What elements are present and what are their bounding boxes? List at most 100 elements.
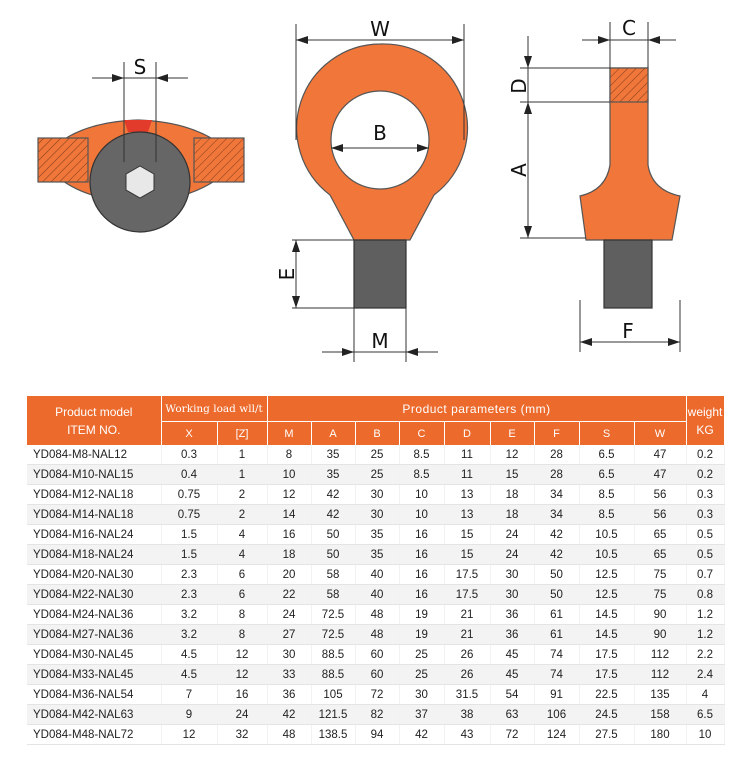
table-cell: 121.5 (311, 704, 356, 725)
table-cell: 17.5 (579, 644, 635, 665)
label-a: A (507, 163, 531, 177)
table-cell: 0.5 (686, 524, 725, 545)
table-cell: 8 (267, 445, 312, 465)
table-cell: 4 (217, 544, 268, 565)
table-cell: 74 (534, 664, 580, 685)
table-cell: 16 (267, 524, 312, 545)
label-m: M (371, 329, 388, 353)
item-number-cell: YD084-M14-NAL18 (27, 504, 162, 525)
side-view-drawing: C D A F (507, 16, 681, 352)
table-cell: 2.3 (161, 564, 218, 585)
table-cell: 48 (267, 724, 312, 745)
table-cell: 0.8 (686, 584, 725, 605)
column-header: D (444, 421, 491, 445)
table-cell: 25 (399, 644, 445, 665)
table-cell: 34 (534, 504, 580, 525)
header-product-model: Product model ITEM NO. (27, 396, 162, 445)
header-product-parameters: Product parameters (mm) (267, 396, 687, 422)
table-cell: 158 (634, 704, 687, 725)
table-cell: 14.5 (579, 604, 635, 625)
table-cell: 2.2 (686, 644, 725, 665)
table-cell: 18 (490, 484, 535, 505)
item-number-cell: YD084-M12-NAL18 (27, 484, 162, 505)
table-cell: 1.5 (161, 544, 218, 565)
table-cell: 26 (444, 664, 491, 685)
table-cell: 8.5 (579, 504, 635, 525)
table-cell: 16 (399, 564, 445, 585)
table-cell: 27 (267, 624, 312, 645)
table-cell: 75 (634, 584, 687, 605)
table-cell: 19 (399, 604, 445, 625)
item-number-cell: YD084-M16-NAL24 (27, 524, 162, 545)
table-cell: 63 (490, 704, 535, 725)
table-cell: 18 (490, 504, 535, 525)
table-cell: 11 (444, 464, 491, 485)
table-cell: 33 (267, 664, 312, 685)
table-cell: 12 (267, 484, 312, 505)
table-cell: 56 (634, 504, 687, 525)
table-cell: 9 (161, 704, 218, 725)
table-cell: 17.5 (579, 664, 635, 685)
table-cell: 56 (634, 484, 687, 505)
table-cell: 24 (217, 704, 268, 725)
table-cell: 0.3 (161, 445, 218, 465)
table-cell: 16 (399, 584, 445, 605)
table-cell: 88.5 (311, 644, 356, 665)
table-cell: 40 (355, 584, 400, 605)
table-cell: 12 (217, 664, 268, 685)
table-cell: 91 (534, 684, 580, 705)
table-cell: 16 (217, 684, 268, 705)
table-cell: 180 (634, 724, 687, 745)
column-header: [Z] (217, 421, 268, 445)
table-cell: 1 (217, 445, 268, 465)
table-cell: 15 (490, 464, 535, 485)
table-cell: 8.5 (399, 445, 445, 465)
table-cell: 47 (634, 445, 687, 465)
front-view-drawing: W B E M (275, 17, 469, 362)
table-cell: 2.3 (161, 584, 218, 605)
item-number-cell: YD084-M36-NAL54 (27, 684, 162, 705)
table-cell: 36 (267, 684, 312, 705)
item-number-cell: YD084-M42-NAL63 (27, 704, 162, 725)
table-cell: 61 (534, 604, 580, 625)
table-cell: 60 (355, 664, 400, 685)
table-cell: 75 (634, 564, 687, 585)
table-cell: 31.5 (444, 684, 491, 705)
table-cell: 48 (355, 624, 400, 645)
table-cell: 30 (267, 644, 312, 665)
table-cell: 58 (311, 584, 356, 605)
table-cell: 50 (311, 524, 356, 545)
table-cell: 26 (444, 644, 491, 665)
table-cell: 6.5 (686, 704, 725, 725)
table-cell: 12 (217, 644, 268, 665)
table-cell: 0.7 (686, 564, 725, 585)
table-cell: 65 (634, 524, 687, 545)
table-cell: 6.5 (579, 445, 635, 465)
table-cell: 72.5 (311, 604, 356, 625)
table-cell: 30 (399, 684, 445, 705)
table-cell: 43 (444, 724, 491, 745)
table-cell: 15 (444, 524, 491, 545)
table-cell: 3.2 (161, 604, 218, 625)
table-cell: 72 (490, 724, 535, 745)
item-number-cell: YD084-M30-NAL45 (27, 644, 162, 665)
table-cell: 88.5 (311, 664, 356, 685)
table-cell: 42 (311, 484, 356, 505)
item-number-cell: YD084-M22-NAL30 (27, 584, 162, 605)
table-cell: 10 (399, 484, 445, 505)
table-cell: 10.5 (579, 524, 635, 545)
header-weight: weight KG (686, 396, 725, 445)
table-cell: 35 (311, 445, 356, 465)
table-cell: 6 (217, 584, 268, 605)
column-header: X (161, 421, 218, 445)
table-cell: 35 (355, 524, 400, 545)
label-d: D (507, 78, 531, 93)
table-cell: 10 (686, 724, 725, 745)
